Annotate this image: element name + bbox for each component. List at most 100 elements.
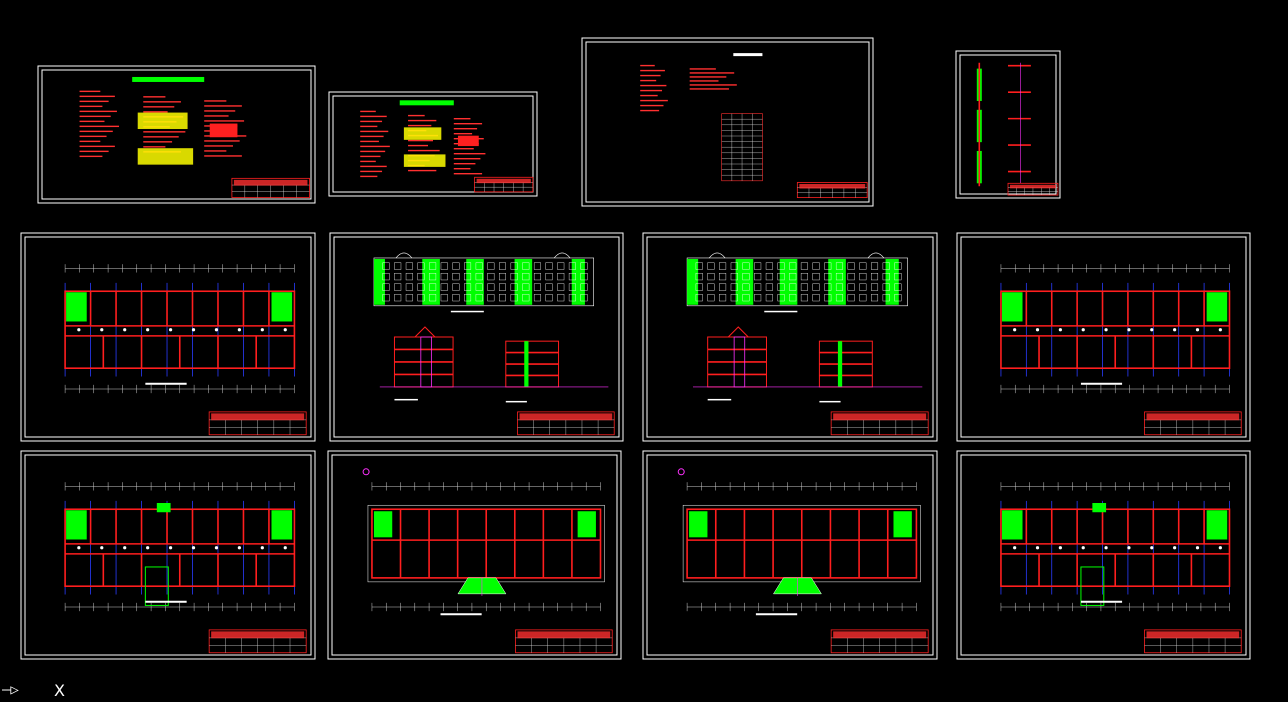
note-text-line: [360, 150, 386, 153]
elevation-window: [522, 262, 530, 270]
elevation-window: [464, 273, 472, 281]
title-block-header: [1146, 631, 1240, 639]
stair-block: [66, 510, 87, 540]
elevation-window: [440, 273, 448, 281]
elevation-window: [487, 262, 495, 270]
elevation-window: [487, 294, 495, 302]
notes-title-bar: [132, 76, 205, 82]
elevation-window: [405, 294, 413, 302]
notes-table: [137, 148, 194, 165]
note-text-line: [360, 165, 387, 168]
elevation-window: [742, 273, 750, 281]
note-text-line: [453, 158, 481, 160]
note-text-line: [143, 131, 186, 133]
elevation-window: [429, 294, 437, 302]
door-mark: [1127, 546, 1131, 550]
door-mark: [1035, 546, 1040, 550]
note-text-line: [689, 84, 737, 86]
sheet-door-window-schedule[interactable]: [581, 37, 874, 207]
elevation-window: [742, 283, 750, 291]
note-text-line: [689, 76, 727, 78]
elevation-glazing: [514, 258, 533, 305]
sheet-floor-plan-d[interactable]: [956, 450, 1251, 660]
note-text-line: [408, 114, 425, 117]
sheet-ground-floor-plan-b[interactable]: [642, 450, 938, 660]
door-mark: [283, 328, 287, 332]
elevation-window: [417, 273, 425, 281]
note-text-line: [79, 155, 103, 158]
door-mark: [146, 546, 150, 550]
note-text-line: [453, 128, 478, 130]
door-mark: [77, 328, 81, 332]
sheet-elevation-section-b[interactable]: [642, 232, 938, 442]
elevation-window: [777, 283, 785, 291]
elevation-window: [382, 294, 390, 302]
elevation-window: [557, 262, 565, 270]
elevation-glazing: [687, 258, 699, 305]
sheet-floor-plan-c[interactable]: [20, 450, 316, 660]
elevation-window: [464, 283, 472, 291]
section-column: [837, 341, 843, 387]
section-roof: [414, 326, 436, 338]
elevation-window: [707, 262, 715, 270]
note-text-line: [143, 106, 175, 108]
elevation-window: [871, 294, 879, 302]
elevation-window: [882, 262, 890, 270]
elevation-window: [475, 262, 483, 270]
note-text-line: [204, 155, 242, 157]
note-text-line: [79, 140, 101, 143]
schedule-title: [733, 53, 763, 57]
sheet-design-notes-1[interactable]: [37, 65, 316, 204]
elevation-window: [580, 262, 588, 270]
elevation-window: [487, 283, 495, 291]
elevation-window: [417, 294, 425, 302]
door-mark: [1035, 328, 1040, 332]
elevation-window: [754, 262, 762, 270]
door-mark: [214, 328, 219, 332]
elevation-window: [882, 273, 890, 281]
elevation-window: [824, 273, 832, 281]
note-text-line: [408, 139, 433, 142]
section-caption: [819, 400, 841, 403]
sheet-floor-plan-b[interactable]: [956, 232, 1251, 442]
elevation-window: [580, 273, 588, 281]
sheet-ground-floor-plan-a[interactable]: [327, 450, 622, 660]
title-block-header: [1146, 413, 1240, 421]
elevation-window: [894, 294, 902, 302]
elevation-window: [800, 294, 808, 302]
elevation-window: [394, 283, 402, 291]
door-mark: [283, 546, 287, 550]
elevation-window: [522, 283, 530, 291]
sheet-inner-border: [646, 454, 934, 656]
elevation-caption: [450, 310, 484, 313]
sheet-inner-border: [24, 236, 312, 438]
section-caption: [394, 398, 418, 401]
note-text-line: [143, 101, 181, 103]
elevation-window: [557, 273, 565, 281]
elevation-window: [405, 283, 413, 291]
elevation-window: [580, 294, 588, 302]
plan-caption: [1080, 600, 1123, 603]
sheet-wall-section-detail[interactable]: [955, 50, 1061, 199]
elevation-window: [835, 283, 843, 291]
elevation-window: [812, 294, 820, 302]
note-text-line: [689, 72, 735, 74]
sheet-elevation-section-a[interactable]: [329, 232, 624, 442]
elevation-window: [742, 262, 750, 270]
sheet-floor-plan-a[interactable]: [20, 232, 316, 442]
note-text-line: [453, 168, 471, 170]
elevation-window: [394, 273, 402, 281]
elevation-window: [382, 283, 390, 291]
sheet-inner-border: [960, 454, 1247, 656]
note-text-line: [640, 74, 661, 77]
section-column: [524, 341, 529, 387]
note-text-line: [360, 170, 383, 173]
sheet-design-notes-2[interactable]: [328, 91, 538, 197]
elevation-window: [789, 283, 797, 291]
title-block-header: [233, 179, 308, 186]
elevation-window: [522, 273, 530, 281]
lobby-block: [1080, 566, 1105, 606]
door-mark: [1127, 328, 1131, 332]
